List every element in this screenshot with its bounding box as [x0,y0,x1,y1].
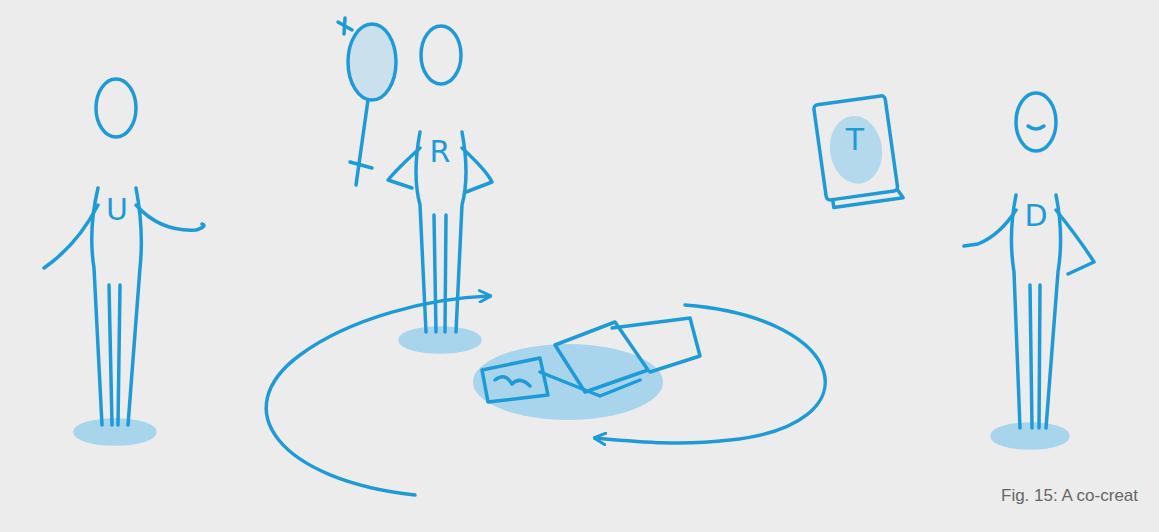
document-pile [473,318,700,420]
person-figure [44,79,204,444]
cycle-arrow [595,305,825,443]
letter-label: D [1024,201,1047,231]
person-figure [388,26,492,352]
book-symbol [813,95,903,209]
person-figure [964,93,1094,448]
figure-letter: T [835,120,875,160]
cycle-arrow [266,296,490,495]
figure-caption: Fig. 15: A co-creat [1001,486,1138,506]
letter-label: U [106,195,128,225]
figure-letter: D [1016,196,1056,236]
letter-label: R [430,137,451,167]
figure-letter: R [420,132,460,172]
letter-label: T [846,125,864,155]
magnifier-symbol [338,18,396,185]
figure-letter: U [97,190,137,230]
